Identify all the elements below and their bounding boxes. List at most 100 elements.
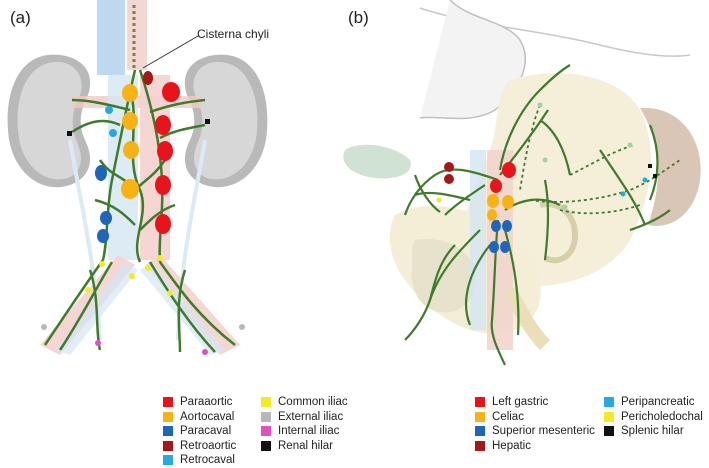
node-paraaortic (155, 175, 171, 195)
ivc-b (470, 150, 486, 330)
left-kidney-inner (193, 61, 258, 180)
ivc-vessel (97, 0, 125, 75)
legend-a-col1: Paraaortic Aortocaval Paracaval Retroaor… (163, 395, 236, 468)
panel-b-anatomy (343, 0, 701, 366)
legend-item: Retrocaval (163, 453, 236, 468)
legend-label: Paraaortic (180, 396, 233, 408)
legend-label: Paracaval (180, 425, 232, 437)
node-left-gastric (490, 179, 502, 193)
node-paraaortic (157, 141, 173, 161)
node-internal-iliac (202, 349, 208, 355)
node-peripancreatic (620, 191, 626, 197)
jejunum (539, 201, 579, 264)
node-common-iliac (145, 265, 151, 271)
node-paraaortic (162, 82, 180, 102)
node-paraaortic (155, 214, 171, 234)
legend-item: Splenic hilar (604, 424, 703, 439)
node-small (537, 102, 543, 108)
legend-item: Paraaortic (163, 395, 236, 410)
legend-item: Common iliac (261, 395, 348, 410)
legend-swatch (163, 397, 173, 408)
node-aortocaval (122, 112, 138, 130)
right-kidney-inner (17, 61, 82, 180)
legend-swatch (604, 411, 614, 422)
legend-item: Retroaortic (163, 439, 236, 454)
annotation-leader (142, 35, 199, 69)
pancreas-head (411, 239, 476, 313)
node-aortocaval (121, 179, 139, 199)
lymph-nodes-b (436, 102, 657, 253)
node-internal-iliac (95, 340, 101, 346)
legend-item: Peripancreatic (604, 395, 703, 410)
node-hepatic (444, 162, 454, 172)
node-common-iliac (85, 287, 91, 293)
legend-swatch (163, 440, 173, 451)
legend-item: Renal hilar (261, 439, 348, 454)
legend-swatch (163, 426, 173, 437)
legend-label: Retroaortic (180, 439, 237, 452)
node-superior-mesenteric (491, 220, 501, 232)
legend-label: Splenic hilar (621, 425, 684, 437)
node-superior-mesenteric (500, 241, 510, 253)
panel-a-anatomy (7, 0, 268, 355)
legend-swatch (163, 411, 173, 422)
node-small (627, 142, 633, 148)
gallbladder (343, 144, 411, 179)
legend-swatch (261, 411, 271, 422)
node-common-iliac (167, 290, 173, 296)
legend-swatch (475, 440, 485, 451)
legend-label: Hepatic (492, 439, 531, 452)
node-left-gastric (502, 162, 516, 178)
node-peripancreatic (562, 204, 568, 210)
legend-item: Left gastric (475, 395, 595, 410)
legend-swatch (475, 397, 485, 408)
left-iliac-vein (140, 262, 225, 355)
node-retroaortic (143, 71, 153, 85)
legend-item: Paracaval (163, 424, 236, 439)
legend-item: Hepatic (475, 439, 595, 454)
node-external-iliac (239, 324, 245, 330)
lymphatic-dashed-b (519, 104, 681, 215)
node-renal-hilar (67, 131, 72, 136)
legend-label: Internal iliac (278, 425, 340, 437)
node-external-iliac (41, 324, 47, 330)
legend-label: Renal hilar (278, 439, 333, 452)
legend-item: External iliac (261, 410, 348, 425)
panel-label-a: (a) (10, 8, 31, 27)
panel-label-b: (b) (348, 8, 369, 27)
legend-label: Superior mesenteric (492, 425, 595, 437)
legend-swatch (604, 397, 614, 408)
legend-swatch (163, 455, 173, 466)
legend-label: Celiac (492, 410, 524, 423)
node-celiac (502, 195, 514, 209)
cisterna-chyli-label: Cisterna chyli (197, 27, 270, 41)
legend-swatch (475, 426, 485, 437)
node-celiac (487, 194, 499, 208)
lymph-nodes-a (41, 71, 245, 355)
legend-label: Peripancreatic (621, 396, 695, 408)
node-celiac (487, 209, 497, 221)
node-aortocaval (123, 141, 139, 159)
node-paraaortic (155, 115, 171, 135)
legend-label: Aortocaval (180, 410, 235, 423)
node-retrocaval (109, 129, 117, 137)
node-paracaval (100, 211, 112, 225)
node-common-iliac (157, 255, 163, 261)
legend-item: Celiac (475, 410, 595, 425)
node-common-iliac (99, 261, 105, 267)
legend-swatch (261, 426, 271, 437)
node-peripancreatic (642, 177, 648, 183)
node-common-iliac (129, 273, 135, 279)
node-pericholedochal (436, 197, 442, 203)
legend-label: Left gastric (492, 396, 549, 408)
node-superior-mesenteric (502, 220, 512, 232)
node-superior-mesenteric (489, 241, 499, 253)
legend-a-col2: Common iliac External iliac Internal ili… (261, 395, 348, 453)
legend-label: Common iliac (278, 396, 348, 408)
legend-swatch (604, 426, 614, 437)
legend-b-col1: Left gastric Celiac Superior mesenteric … (475, 395, 595, 453)
node-paracaval (95, 165, 107, 181)
legend-b-col2: Peripancreatic Pericholedochal Splenic h… (604, 395, 703, 439)
aorta-vessel (127, 0, 147, 70)
